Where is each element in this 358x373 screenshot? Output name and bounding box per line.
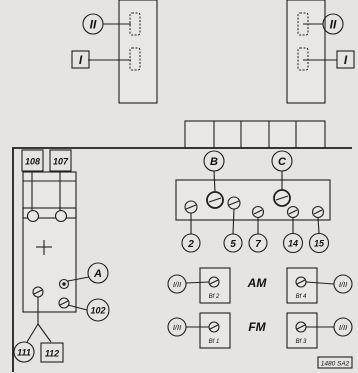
- module-bf3-label: Bf 3: [296, 339, 307, 345]
- module-bf3: [286, 312, 318, 349]
- top-left-upper-label: II: [90, 18, 97, 32]
- pushbutton-bank: [184, 120, 326, 149]
- label-circle-a: [87, 262, 109, 284]
- fm-left-switch-circle: [167, 317, 187, 337]
- am-title: AM: [247, 276, 268, 290]
- top-left-module: II I: [71, 0, 158, 104]
- label-b: B: [210, 156, 218, 168]
- label-2: 2: [187, 239, 194, 250]
- label-102: 102: [90, 306, 105, 316]
- label-107: 107: [53, 157, 69, 167]
- label-a: A: [93, 268, 102, 280]
- am-right-switch-circle: [333, 274, 353, 294]
- module-bf4-label: Bf 4: [296, 294, 307, 300]
- module-bf1: [199, 312, 231, 349]
- module-bf2-label: Bf 2: [209, 294, 220, 300]
- switch-label-circle: [322, 13, 344, 35]
- label-box-112: [40, 342, 64, 363]
- socket-107: [54, 209, 68, 223]
- fm-section: FM Bf 1 I/II Bf 3 I/II: [167, 312, 353, 349]
- module-bf1-label: Bf 1: [209, 339, 220, 345]
- module-bf4: [286, 267, 318, 304]
- fm-left-switch: I/II: [173, 323, 181, 332]
- top-left-lower-label: I: [79, 53, 83, 67]
- am-left-switch: I/II: [173, 280, 181, 289]
- label-15: 15: [314, 239, 325, 249]
- chassis-outline: [12, 120, 352, 372]
- am-section: AM Bf 2 I/II Bf 4 I/II: [167, 267, 353, 304]
- trimmer-102: [58, 297, 70, 309]
- trimmer-bar: B C 2 5 7 14 15: [175, 150, 331, 254]
- top-right-lower-label: I: [344, 53, 348, 67]
- label-7: 7: [255, 239, 261, 250]
- label-circle-14: [282, 232, 304, 254]
- socket-a: [58, 278, 70, 290]
- trimmer-7: [251, 205, 265, 219]
- label-111: 111: [17, 348, 31, 358]
- am-right-switch: I/II: [339, 280, 347, 289]
- top-right-upper-label: II: [330, 18, 337, 32]
- label-108: 108: [25, 157, 40, 167]
- label-112: 112: [45, 349, 59, 359]
- figure-number: 1480 SA2: [321, 361, 350, 368]
- label-c: C: [278, 156, 287, 168]
- module-bf2: [199, 267, 231, 304]
- am-left-switch-circle: [167, 274, 187, 294]
- fm-title: FM: [248, 320, 266, 334]
- top-right-module: II I: [286, 0, 355, 104]
- trimmer-14: [286, 205, 300, 219]
- switch-label-box: [336, 50, 355, 69]
- label-circle-111: [13, 341, 35, 363]
- switch-label-box: [71, 50, 90, 69]
- figure-number-box: 1480 SA2: [317, 356, 353, 369]
- trimmer-15: [311, 205, 325, 219]
- fm-right-switch: I/II: [339, 323, 347, 332]
- label-5: 5: [230, 239, 236, 250]
- fm-right-switch-circle: [333, 317, 353, 337]
- switch-label-circle: [82, 13, 104, 35]
- label-14: 14: [288, 239, 298, 249]
- left-panel: 108 107 A 102 111 112: [13, 149, 110, 363]
- socket-108: [26, 209, 40, 223]
- label-circle-15: [308, 232, 330, 254]
